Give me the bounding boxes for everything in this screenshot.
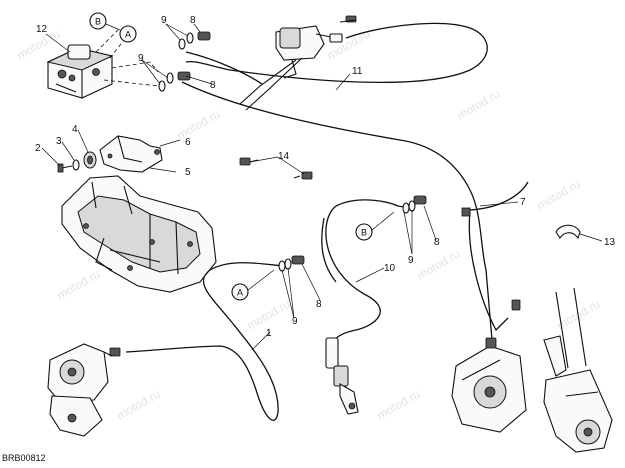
watermark: motod.ru: [115, 387, 163, 423]
watermark: motod.ru: [175, 107, 223, 143]
watermark: motod.ru: [55, 267, 103, 303]
callout-14: 14: [278, 151, 290, 162]
ref-marker-b-top: B: [89, 12, 107, 30]
ref-label: B: [95, 17, 101, 27]
watermark: motod.ru: [415, 247, 463, 283]
callout-leaders: [41, 23, 603, 351]
mounting-bracket: [99, 135, 163, 173]
callout-13: 13: [604, 237, 616, 248]
brake-hose-upper: [185, 51, 263, 85]
dash-line: [103, 79, 161, 87]
callout-4: 4: [72, 124, 78, 135]
front-master-cylinder: [239, 25, 343, 111]
drawing-code: BRB00812: [2, 453, 46, 463]
callout-8: 8: [316, 299, 322, 310]
banjo-bolt-right: [402, 195, 427, 214]
leader-line: [371, 211, 395, 231]
ref-marker-a-mid: A: [231, 283, 249, 301]
rear-brake-caliper: [47, 343, 121, 437]
dash-line: [95, 29, 119, 53]
ref-label: B: [361, 228, 367, 238]
watermark: motod.ru: [375, 387, 423, 423]
brake-hose-10-inner: [321, 217, 337, 283]
brake-hose-11: [185, 22, 488, 84]
brake-hose-10: [325, 205, 381, 351]
callout-8: 8: [190, 15, 196, 26]
callout-1: 1: [266, 328, 272, 339]
callout-8: 8: [434, 237, 440, 248]
rear-master-cylinder: [325, 337, 359, 415]
callout-2: 2: [35, 143, 41, 154]
callout-8: 8: [210, 80, 216, 91]
callout-6: 6: [185, 137, 191, 148]
dash-line: [111, 61, 159, 73]
washer-3: [72, 159, 80, 171]
brake-hose-7: [181, 81, 493, 341]
banjo-bolt-middle: [278, 255, 305, 272]
bolt-2: [57, 163, 73, 173]
abs-control-unit: [46, 44, 114, 99]
callout-5: 5: [185, 167, 191, 178]
front-brake-caliper: [451, 299, 527, 433]
ref-label: A: [237, 288, 243, 298]
brake-hose-7-branch: [469, 181, 529, 211]
ref-marker-a-top: A: [119, 25, 137, 43]
bleed-fitting-top: [339, 15, 357, 23]
callout-9: 9: [138, 53, 144, 64]
ref-marker-b-mid: B: [355, 223, 373, 241]
watermark: motod.ru: [455, 87, 503, 123]
callout-3: 3: [56, 136, 62, 147]
brake-hose-front: [468, 211, 509, 332]
hose-clip: [461, 207, 471, 217]
front-fork-leg: [543, 287, 613, 453]
watermark: motod.ru: [535, 177, 583, 213]
abs-support-tray: [61, 175, 217, 293]
hose-clip-13: [555, 224, 581, 240]
callout-9: 9: [292, 316, 298, 327]
callout-9: 9: [161, 15, 167, 26]
brake-hose-1: [125, 262, 285, 421]
ref-label: A: [125, 30, 131, 40]
callout-11: 11: [352, 66, 363, 77]
banjo-bolt-upper-1: [178, 31, 211, 50]
callout-10: 10: [384, 263, 396, 274]
callout-12: 12: [36, 24, 48, 35]
leader-line: [247, 269, 275, 291]
dash-line: [109, 39, 125, 59]
brake-hose-10-top: [335, 199, 411, 209]
fitting-14: [239, 157, 313, 180]
leader-line: [105, 23, 121, 31]
grommet-4: [83, 151, 97, 169]
banjo-bolt-upper-2: [158, 71, 191, 92]
callout-9: 9: [408, 255, 414, 266]
callout-numbers: 12 2 3 4 6 5 9 8 9 8 11 7 14 13 9 8 10 9…: [35, 15, 616, 339]
callout-7: 7: [520, 197, 526, 208]
